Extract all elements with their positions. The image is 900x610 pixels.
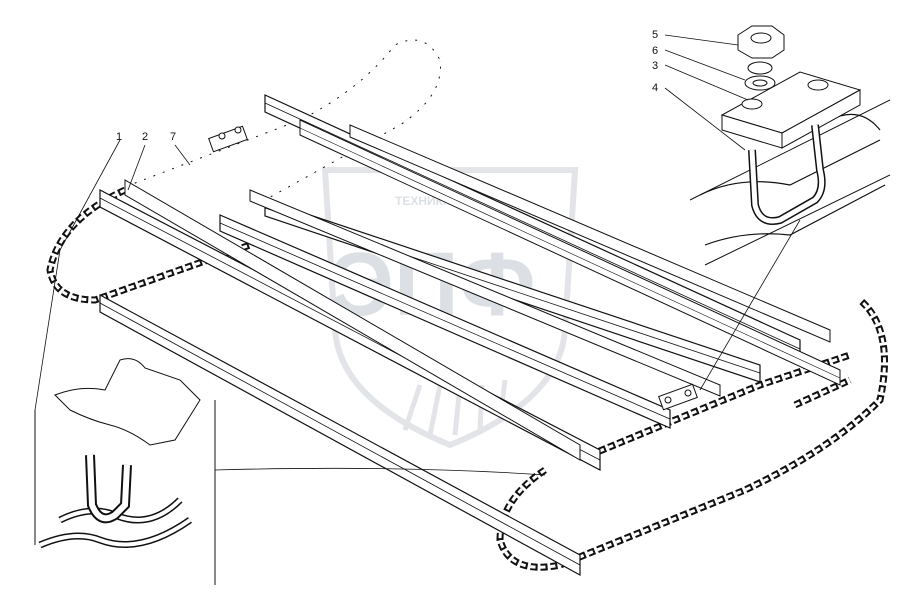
plate-hole-icon (807, 79, 829, 91)
leader-2 (127, 144, 146, 191)
back-left-chain (129, 38, 442, 202)
leader-7 (174, 144, 191, 166)
leader-5 (664, 34, 739, 46)
callout-7: 7 (170, 131, 176, 143)
washer-icon (747, 61, 773, 75)
clamp-front (658, 383, 698, 411)
callout-5: 5 (652, 29, 658, 41)
rail-4 (99, 179, 601, 471)
callout-6: 6 (652, 45, 658, 57)
rail-3 (219, 214, 671, 429)
leader-inset (214, 467, 546, 476)
leader-1 (34, 139, 121, 411)
detail-inset-bottom-left (34, 358, 216, 585)
clamp-back-nut-icon (218, 132, 226, 140)
clamp-back-nut-icon (234, 126, 242, 134)
rail-5 (99, 293, 581, 577)
watermark-shield-icon (321, 167, 579, 449)
left-front-chain (46, 186, 252, 304)
clamp-front-nut-icon (684, 389, 692, 397)
leader-4 (664, 87, 746, 151)
inset-border-top (689, 99, 891, 201)
leader-lines (34, 34, 801, 476)
leader-6 (664, 49, 746, 81)
callout-4: 4 (652, 82, 658, 94)
inset-border-bottom (704, 174, 891, 266)
clamp-front-nut-icon (664, 396, 672, 404)
detail-inset-top-right (689, 25, 891, 266)
plate-hole-icon (741, 98, 763, 110)
callout-2: 2 (142, 131, 148, 143)
rail-6 (349, 124, 831, 343)
callout-1: 1 (116, 131, 122, 143)
rail-1 (264, 94, 841, 386)
rails (99, 94, 841, 577)
callout-3: 3 (652, 60, 658, 72)
leader-3 (664, 64, 749, 101)
leader-inset-top (699, 219, 801, 391)
rail-7 (249, 189, 721, 397)
plate-front (781, 89, 861, 149)
callout-labels: 1 2 7 5 6 3 4 (116, 29, 658, 143)
clamps (208, 125, 698, 411)
right-front-chain (496, 297, 888, 571)
rail-profile (54, 358, 201, 446)
